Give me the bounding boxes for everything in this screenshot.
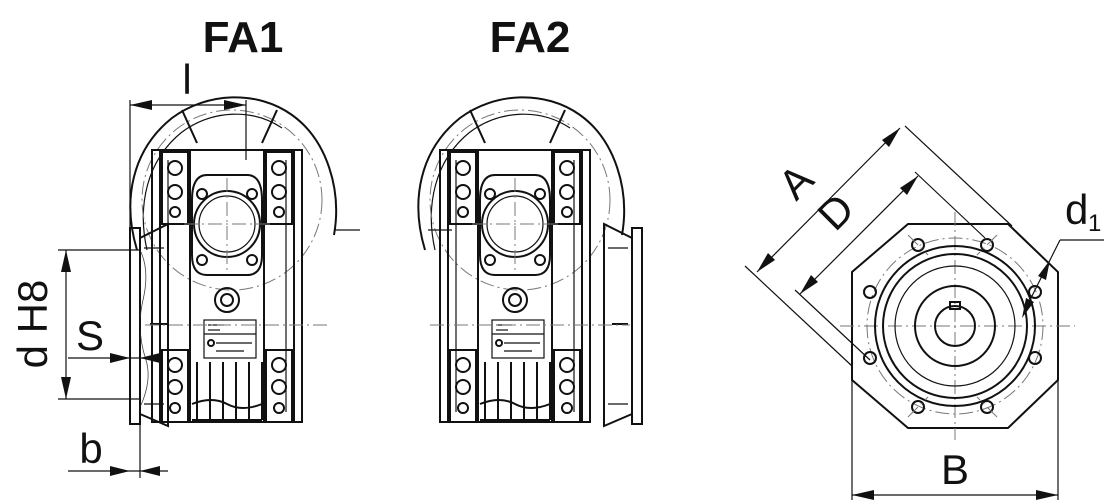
label-s: S [76,312,104,359]
label-d1: d [1065,186,1088,233]
label-b: b [79,425,102,472]
dimension-a: A [744,125,1013,367]
gearbox-fa1 [129,96,360,427]
dimension-b-width: B [851,380,1059,500]
title-fa1: FA1 [203,13,284,62]
dimension-d-h8: d H8 [9,249,140,400]
label-b-width: B [941,446,969,493]
dimension-d1: d 1 [1022,186,1104,318]
dimension-l: l [129,56,247,420]
label-d1-sub: 1 [1088,210,1101,237]
dimension-b: b [68,422,168,478]
label-l: l [182,56,191,103]
label-d-h8: d H8 [9,280,56,369]
gearbox-fa2 [417,96,643,427]
dimension-s: S [68,312,160,363]
title-fa2: FA2 [490,13,571,62]
flange-front-view [840,212,1075,440]
